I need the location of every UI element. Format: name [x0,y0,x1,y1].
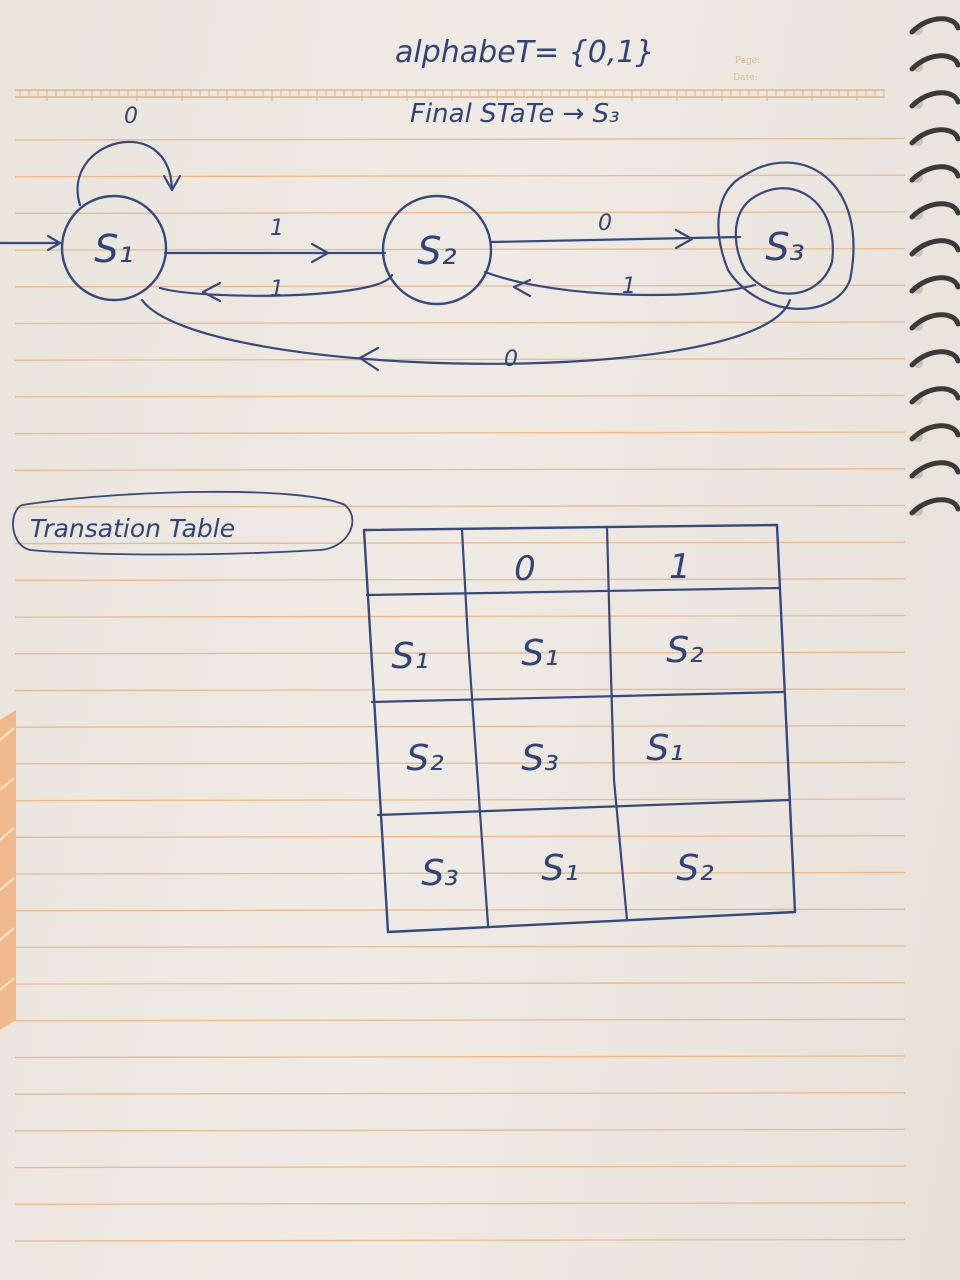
edge-s1-s1: 0 [76,104,182,207]
state-s2: S₂ [381,194,493,306]
edge-label-s1-s1: 0 [124,104,138,129]
table-cell: S₁ [391,636,428,677]
table-row: S₂ S₃ S₁ [406,728,683,779]
edge-s3-s1: 0 [140,298,792,372]
start-arrow [0,234,62,252]
state-label-s3: S₃ [765,225,804,269]
state-label-s2: S₂ [417,229,456,273]
edge-label-s3-s2: 1 [622,274,636,299]
page-label: Page: [735,56,760,66]
edge-s2-s1: 1 [158,273,394,303]
alphabet-heading: alphabeT= {0,1} [395,35,655,70]
state-s1: S₁ [60,194,168,302]
column-header-input-1: 1 [669,547,691,587]
edge-label-s2-s1: 1 [270,277,284,302]
table-cell: S₂ [676,848,713,889]
table-cell: S₁ [541,848,578,889]
ruled-lines [14,137,906,1242]
table-cell: S₃ [521,738,558,779]
margin-band [0,710,16,1030]
edge-s1-s2: 1 [163,216,387,264]
table-header-row: 0 1 [514,547,691,589]
edge-label-s1-s2: 1 [270,216,284,241]
state-diagram: 0 1 1 0 1 0 [0,104,855,372]
final-state-heading: Final STaTe → S₃ [410,99,620,129]
table-cell: S₁ [521,633,558,674]
edge-s2-s3: 0 [490,211,742,250]
table-row: S₃ S₁ S₂ [421,848,713,894]
table-cell: S₃ [421,853,458,894]
column-header-input-0: 0 [514,549,536,589]
transition-table-title: Transation Table [12,490,354,556]
table-title: Transation Table [30,514,235,543]
state-s3: S₃ [717,161,855,310]
transition-table: 0 1 S₁ S₁ S₂ S₂ S₃ S₁ S₃ S₁ S₂ [362,523,797,934]
table-cell: S₁ [646,728,683,769]
table-row: S₁ S₁ S₂ [391,630,703,677]
spiral-binding [909,16,960,516]
edge-s3-s2: 1 [483,270,757,299]
edge-label-s2-s3: 0 [598,211,612,236]
date-label: Date: [733,73,758,83]
top-ruler [15,89,885,101]
table-cell: S₂ [406,738,443,779]
table-cell: S₂ [666,630,703,671]
state-label-s1: S₁ [94,227,133,271]
edge-label-s3-s1: 0 [504,347,518,372]
